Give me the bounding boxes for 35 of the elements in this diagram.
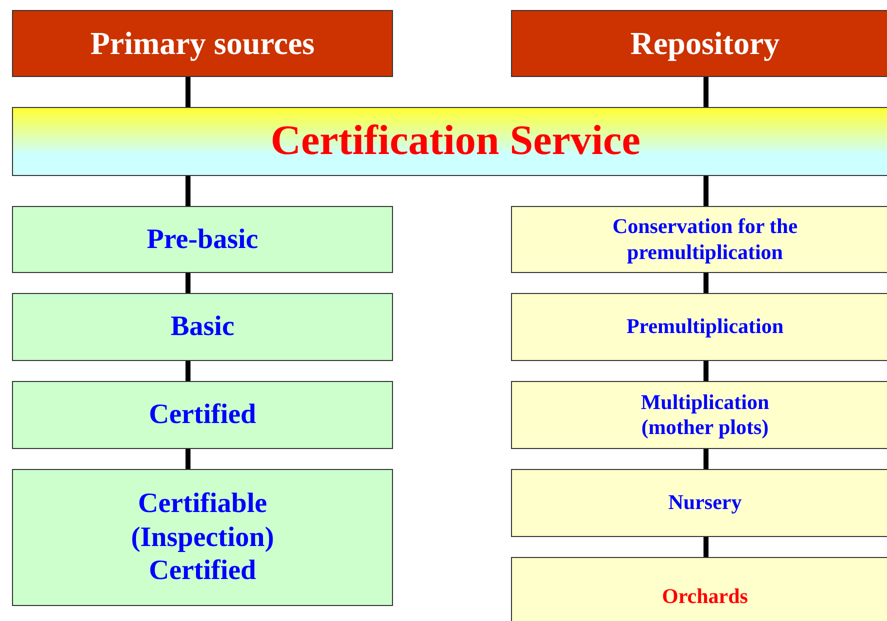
connector-line — [704, 176, 708, 206]
box-label: Conservation for the premultiplication — [611, 214, 799, 265]
class-box — [12, 293, 393, 361]
header-box — [511, 10, 887, 77]
connector-line — [704, 537, 708, 557]
box-label: Pre-basic — [146, 222, 258, 256]
header-box — [12, 10, 393, 77]
box-label: Certifiable (Inspection) Certified — [130, 487, 276, 588]
connector-line — [186, 77, 190, 107]
connector-line — [186, 449, 190, 469]
stage-box — [511, 557, 887, 621]
box-label: Basic — [170, 310, 234, 344]
stage-box — [511, 469, 887, 537]
box-label: Primary sources — [90, 24, 315, 63]
connector-line — [704, 361, 708, 381]
service-band — [12, 107, 887, 176]
class-box — [12, 206, 393, 273]
box-label: Certification Service — [270, 117, 640, 166]
box-label: Orchards — [662, 584, 748, 610]
box-label: Premultiplication — [626, 314, 784, 340]
connector-line — [186, 361, 190, 381]
stage-box — [511, 293, 887, 361]
box-label: Certified — [148, 398, 256, 432]
class-box — [12, 469, 393, 606]
class-box — [12, 381, 393, 449]
stage-box — [511, 381, 887, 449]
connector-line — [186, 273, 190, 293]
stage-box — [511, 206, 887, 273]
connector-line — [186, 176, 190, 206]
box-label: Multiplication (mother plots) — [640, 390, 770, 440]
connector-line — [704, 273, 708, 293]
box-label: Nursery — [668, 490, 742, 516]
box-label: Repository — [630, 24, 780, 63]
connector-line — [704, 77, 708, 107]
connector-line — [704, 449, 708, 469]
